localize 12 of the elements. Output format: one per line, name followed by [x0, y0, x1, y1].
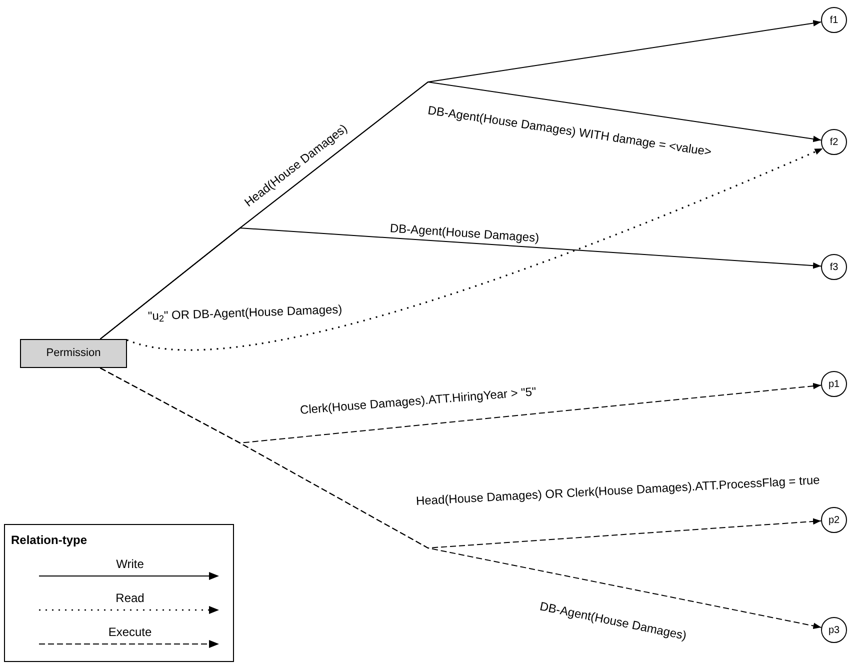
legend-text: Write [115, 556, 145, 573]
arrow [100, 227, 822, 340]
edge-label: Head(House Damages) OR Clerk(House Damages).ATT.ProcessFlag = true [416, 474, 820, 507]
edge-label: DB-Agent(House Damages) [390, 222, 540, 244]
arrow [100, 368, 822, 629]
source-box: Permission [20, 339, 127, 368]
arrow [126, 148, 824, 351]
legend-text: Execute [107, 624, 153, 641]
edge-label: Clerk(House Damages).ATT.HiringYear > "5" [300, 385, 537, 416]
edge-label: "u$_{2}$" OR DB-Agent(House Damages) [148, 303, 342, 322]
legend-text: Read [114, 590, 146, 607]
legend-title: Relation-type [11, 532, 88, 549]
